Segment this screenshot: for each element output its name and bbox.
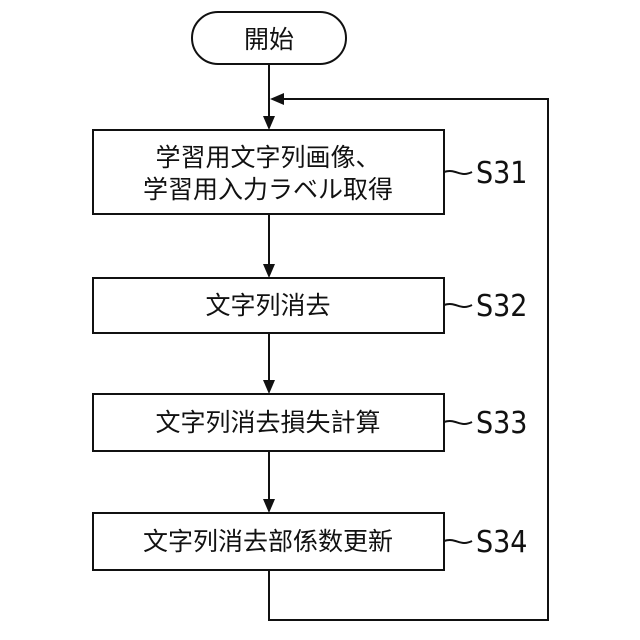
start-label: 開始	[244, 25, 294, 54]
leader-s33	[444, 421, 472, 424]
process-s31-line-1: 学習用文字列画像、	[155, 143, 380, 172]
step-label-s33: S33	[476, 406, 527, 441]
step-label-s32: S32	[476, 289, 527, 324]
arrowhead-s34	[263, 499, 275, 513]
leader-s34	[444, 540, 472, 543]
leader-s32	[444, 304, 472, 307]
process-s32-label: 文字列消去	[205, 291, 330, 320]
step-label-s34: S34	[476, 525, 527, 560]
leader-s31	[444, 171, 472, 174]
process-s33-label: 文字列消去損失計算	[155, 408, 380, 437]
step-label-s31: S31	[476, 156, 527, 191]
arrowhead-s33	[263, 380, 275, 394]
process-s34-label: 文字列消去部係数更新	[143, 527, 393, 556]
arrowhead-s31	[263, 116, 275, 130]
arrowhead-s32	[263, 264, 275, 278]
process-s31-line-2: 学習用入力ラベル取得	[143, 175, 393, 204]
loop-back-arrowhead	[270, 93, 284, 105]
